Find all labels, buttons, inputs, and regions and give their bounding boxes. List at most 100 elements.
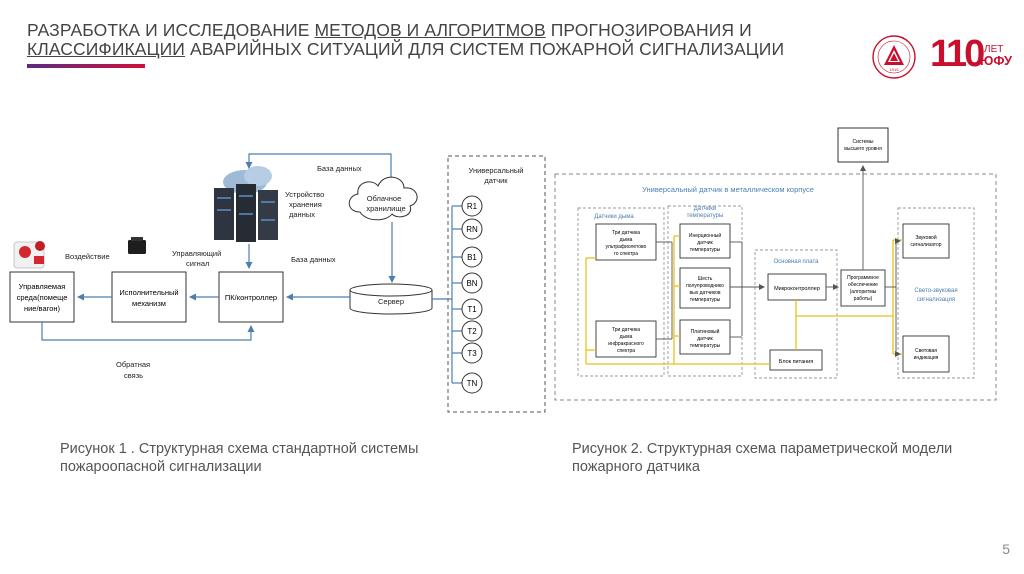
temp-inertial-2: датчик [697, 240, 713, 246]
title-part-1: РАЗРАБОТКА И ИССЛЕДОВАНИЕ [27, 20, 315, 40]
managed-env-2: среда(помеще [17, 293, 68, 302]
controller-box [218, 271, 284, 323]
top-system-box [837, 127, 889, 163]
storage-label-1: Устройство [285, 190, 324, 199]
housing-title: Универсальный датчик в металлическом кор… [642, 185, 814, 194]
db-label-mid: База данных [291, 255, 336, 264]
smoke-ir-1: Три датчика [612, 327, 640, 333]
smoke-uv-2: дыма [620, 237, 633, 243]
logo-number: 110 [930, 33, 984, 74]
software-box [840, 269, 886, 307]
temperature-sensors-group [667, 205, 743, 377]
temp-platinum-box [679, 319, 731, 355]
light-sound-group-2: сигнализация [917, 297, 955, 303]
temp-platinum-1: Платиновый [691, 328, 720, 335]
title-part-5: АВАРИЙНЫХ СИТУАЦИЙ ДЛЯ СИСТЕМ ПОЖАРНОЙ С… [184, 39, 785, 59]
temp-semi-3: вых датчиков [689, 290, 720, 296]
smoke-uv-1: Три датчика [612, 230, 640, 236]
signal-lines [656, 165, 901, 357]
db-label-top: База данных [317, 164, 362, 173]
temp-inertial-box [679, 223, 731, 259]
microcontroller-box [767, 273, 827, 301]
university-emblem-logo: 1915 [872, 35, 916, 79]
temp-platinum-2: датчик [697, 336, 713, 342]
managed-env-3: ние/вагон) [24, 304, 61, 313]
sensor-t1: T1 [452, 298, 483, 320]
smoke-group-label: Датчики дыма [594, 214, 634, 220]
smoke-uv-box [595, 223, 657, 261]
sensor-title-1: Универсальный [469, 166, 524, 175]
sound-2: сигнализатор [910, 242, 941, 248]
sensor-r1: R1 [452, 195, 483, 217]
figure-2-caption: Рисунок 2. Структурная схема параметриче… [572, 441, 953, 475]
software-3: (алгоритмы [850, 289, 877, 295]
software-1: Программное [847, 275, 879, 281]
sensor-label: T3 [467, 349, 477, 358]
sensor-t3: T3 [452, 342, 483, 364]
relay-module-icon [128, 237, 146, 254]
logo-line2: ЮФУ [980, 53, 1012, 68]
figure-1-diagram: Устройство хранения данных База данных О… [9, 153, 546, 413]
sensor-label: R1 [467, 202, 478, 211]
sensor-label: B1 [467, 253, 477, 262]
title-part-4: КЛАССИФИКАЦИИ [27, 39, 185, 59]
control-signal-2: сигнал [186, 259, 209, 268]
temp-platinum-3: температуры [690, 343, 721, 349]
temp-semi-1: Шесть [698, 276, 713, 282]
sensor-label: T1 [467, 305, 477, 314]
controller-label: ПК/контроллер [225, 293, 277, 302]
actuator-2: механизм [132, 299, 166, 308]
smoke-uv-4: го спектра [614, 251, 638, 257]
software-4: работы) [854, 296, 873, 302]
temp-inertial-3: температуры [690, 247, 721, 253]
figure-2-diagram: Системы высшего уровня Универсальный дат… [554, 127, 997, 401]
server-rack-icon [214, 166, 278, 242]
page-number: 5 [1002, 541, 1010, 557]
title-accent-bar [27, 64, 145, 68]
slide-title: РАЗРАБОТКА И ИССЛЕДОВАНИЕ МЕТОДОВ И АЛГО… [27, 21, 847, 59]
actuator-1: Исполнительный [119, 288, 178, 297]
fire-extinguisher-icon [13, 241, 45, 269]
temp-semiconductor-box [679, 267, 731, 309]
managed-environment-box [9, 271, 75, 323]
sensor-b1: B1 [452, 246, 483, 268]
temp-semi-2: полупроводнико [686, 283, 724, 289]
cloud-storage-icon [348, 176, 418, 221]
sensor-label: BN [466, 279, 477, 288]
smoke-ir-2: дыма [620, 334, 633, 340]
server-cylinder [349, 283, 433, 315]
sensor-label: RN [466, 225, 478, 234]
microcontroller-label: Микроконтроллер [774, 286, 820, 292]
top-system-2: высшего уровня [844, 146, 882, 152]
light-sound-group [897, 207, 975, 379]
title-part-2: МЕТОДОВ И АЛГОРИТМОВ [314, 20, 546, 40]
storage-label-2: хранения [289, 200, 322, 209]
sensor-label: TN [467, 379, 478, 388]
sensor-tn: TN [452, 372, 483, 394]
feedback-1: Обратная [116, 360, 150, 369]
main-board-label: Основная плата [773, 259, 819, 265]
sensor-label: T2 [467, 327, 477, 336]
storage-label-3: данных [289, 210, 315, 219]
light-2: индикация [914, 355, 939, 361]
managed-env-1: Управляемая [19, 282, 66, 291]
sensor-list: R1 RN B1 BN T1 T2 T3 TN [452, 195, 483, 394]
power-label: Блок питания [779, 359, 813, 365]
temp-semi-4: температуры [690, 297, 721, 303]
software-2: обеспечение [848, 282, 878, 288]
feedback-2: связь [124, 371, 143, 380]
light-sound-group-1: Свето-звуковая [914, 288, 957, 294]
main-board-group [754, 249, 838, 379]
sensor-rn: RN [452, 218, 483, 240]
anniversary-110-logo: 110 ЛЕТ ЮФУ [930, 33, 1012, 74]
sound-alarm-box [902, 223, 950, 259]
sensor-t2: T2 [452, 320, 483, 342]
temp-inertial-1: Инерционный [689, 232, 721, 239]
temp-group-2: температуры [687, 213, 724, 219]
smoke-ir-box [595, 320, 657, 358]
smoke-ir-4: спектра [617, 348, 635, 354]
sound-1: Звуковой [915, 234, 936, 241]
impact-label: Воздействие [65, 252, 110, 261]
smoke-sensors-group [577, 207, 665, 377]
